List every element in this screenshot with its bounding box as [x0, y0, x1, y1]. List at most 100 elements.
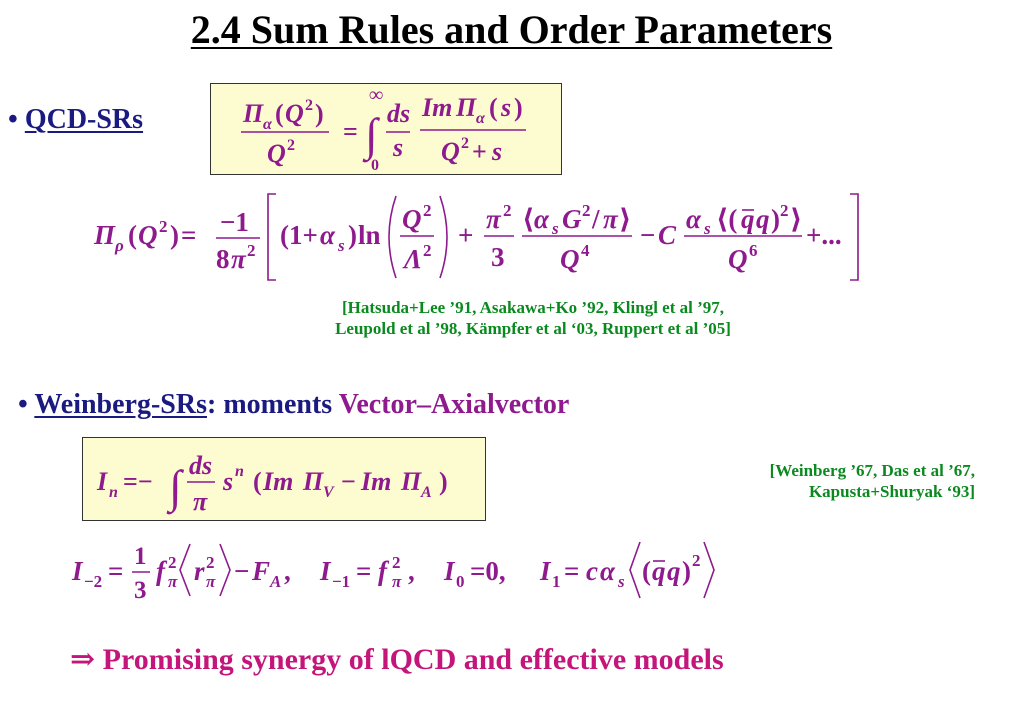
svg-text:π: π [193, 487, 208, 516]
qcd-srs-label: QCD-SRs [24, 104, 144, 135]
svg-text:): ) [315, 99, 324, 128]
svg-text:Q: Q [441, 137, 460, 166]
svg-text:s: s [337, 236, 345, 255]
svg-text:I: I [539, 556, 552, 586]
svg-text:2: 2 [582, 201, 591, 220]
svg-text:c: c [586, 556, 598, 586]
svg-text:q: q [652, 556, 666, 586]
svg-text:Q: Q [285, 99, 304, 128]
svg-text:(1+: (1+ [280, 220, 318, 250]
dispersion-relation-box: Π α ( Q 2 ) Q 2 = ∞ ∫ 0 ds s Im Π α ( s … [210, 83, 562, 175]
svg-text:Π: Π [242, 99, 264, 128]
svg-text:s: s [551, 219, 559, 238]
svg-text:α: α [534, 204, 550, 234]
qcd-srs-heading: • QCD-SRs [8, 104, 143, 136]
svg-text:+: + [458, 220, 473, 250]
vector-axialvector-text: Vector–Axialvector [338, 389, 570, 420]
page-title: 2.4 Sum Rules and Order Parameters [190, 7, 833, 52]
svg-text:ds: ds [189, 451, 212, 480]
svg-text:(: ( [253, 467, 262, 496]
svg-text:2: 2 [159, 217, 168, 236]
svg-text:π: π [392, 572, 402, 591]
svg-text:I: I [96, 467, 108, 496]
svg-text:2: 2 [287, 137, 295, 154]
svg-text:⟨(: ⟨( [716, 204, 737, 234]
svg-text:q: q [667, 556, 681, 586]
citation-line: Leupold et al ’98, Kämpfer et al ‘03, Ru… [335, 319, 731, 338]
svg-text:Λ: Λ [402, 244, 422, 274]
svg-text:∫: ∫ [362, 109, 380, 163]
moments-text: : moments [207, 389, 339, 420]
svg-text:2: 2 [168, 553, 177, 572]
svg-text:⟩: ⟩ [619, 204, 631, 234]
svg-text:=: = [108, 556, 123, 586]
svg-text:2: 2 [392, 553, 401, 572]
svg-text:2: 2 [247, 241, 256, 260]
weinberg-moment-formula: I n =− ∫ ds π s n ( Im Π V − Im Π A ) [96, 451, 448, 516]
svg-text:s: s [500, 93, 511, 122]
svg-text:−: − [234, 556, 249, 586]
svg-text:π: π [168, 572, 178, 591]
svg-text:α: α [320, 220, 336, 250]
svg-text:π: π [603, 204, 619, 234]
svg-text:α: α [600, 556, 616, 586]
svg-text:A: A [269, 572, 281, 591]
svg-text:3: 3 [491, 242, 505, 272]
svg-text:s: s [392, 133, 403, 162]
svg-text:s: s [617, 572, 625, 591]
svg-text:f: f [156, 556, 168, 586]
svg-text:+: + [472, 137, 487, 166]
svg-text:I: I [443, 556, 456, 586]
svg-text:): ) [348, 220, 357, 250]
svg-text:q: q [756, 204, 770, 234]
svg-text:A: A [420, 484, 432, 501]
citation-weinberg: [Weinberg ’67, Das et al ’67, Kapusta+Sh… [700, 460, 975, 502]
svg-text:π: π [486, 204, 502, 234]
svg-text:): ) [682, 556, 691, 586]
svg-text:2: 2 [461, 135, 469, 152]
svg-text:I: I [71, 556, 84, 586]
ope-formula: Π ρ ( Q 2 ) = −1 8 π 2 (1+ α s ) ln Q 2 … [93, 193, 859, 281]
svg-text:Π: Π [455, 93, 477, 122]
svg-text:=: = [181, 220, 196, 250]
svg-text:−1: −1 [332, 572, 350, 591]
svg-text:(: ( [128, 220, 137, 250]
svg-text:Q: Q [560, 244, 580, 274]
svg-text:π: π [206, 572, 216, 591]
svg-text:Π: Π [302, 467, 324, 496]
weinberg-srs-label: Weinberg-SRs [34, 389, 207, 420]
svg-text:α: α [476, 110, 486, 127]
svg-text:2: 2 [780, 201, 789, 220]
conclusion-text: Promising synergy of lQCD and effective … [95, 643, 724, 676]
svg-text:2: 2 [423, 241, 432, 260]
weinberg-moment-box: I n =− ∫ ds π s n ( Im Π V − Im Π A ) [82, 437, 486, 521]
svg-text:G: G [562, 204, 582, 234]
svg-text:=: = [564, 556, 579, 586]
svg-text:Q: Q [267, 139, 286, 168]
svg-text:⟨: ⟨ [522, 204, 534, 234]
svg-text:/: / [591, 204, 600, 234]
svg-text:Π: Π [400, 467, 422, 496]
svg-text:): ) [170, 220, 179, 250]
svg-text:∞: ∞ [369, 84, 383, 106]
svg-text:−: − [341, 467, 356, 496]
citation-line: [Hatsuda+Lee ’91, Asakawa+Ko ’92, Klingl… [341, 298, 725, 317]
svg-text:6: 6 [749, 241, 758, 260]
svg-text:Im: Im [262, 467, 293, 496]
svg-text:I: I [319, 556, 332, 586]
svg-text:+...: +... [806, 220, 842, 250]
citation-line: [Weinberg ’67, Das et al ’67, [769, 461, 975, 480]
svg-text:ρ: ρ [114, 236, 124, 255]
svg-text:=0,: =0, [470, 556, 506, 586]
svg-text:s: s [491, 137, 502, 166]
svg-text:(: ( [642, 556, 651, 586]
svg-text:1: 1 [134, 543, 147, 570]
svg-text:s: s [222, 467, 233, 496]
weinberg-srs-heading: • Weinberg-SRs: moments Vector–Axialvect… [18, 389, 569, 421]
svg-text:⟩: ⟩ [790, 204, 802, 234]
svg-text:V: V [323, 484, 335, 501]
svg-text:=: = [356, 556, 371, 586]
svg-text:=: = [343, 117, 358, 146]
svg-text:,: , [408, 556, 415, 586]
svg-text:q: q [741, 204, 755, 234]
